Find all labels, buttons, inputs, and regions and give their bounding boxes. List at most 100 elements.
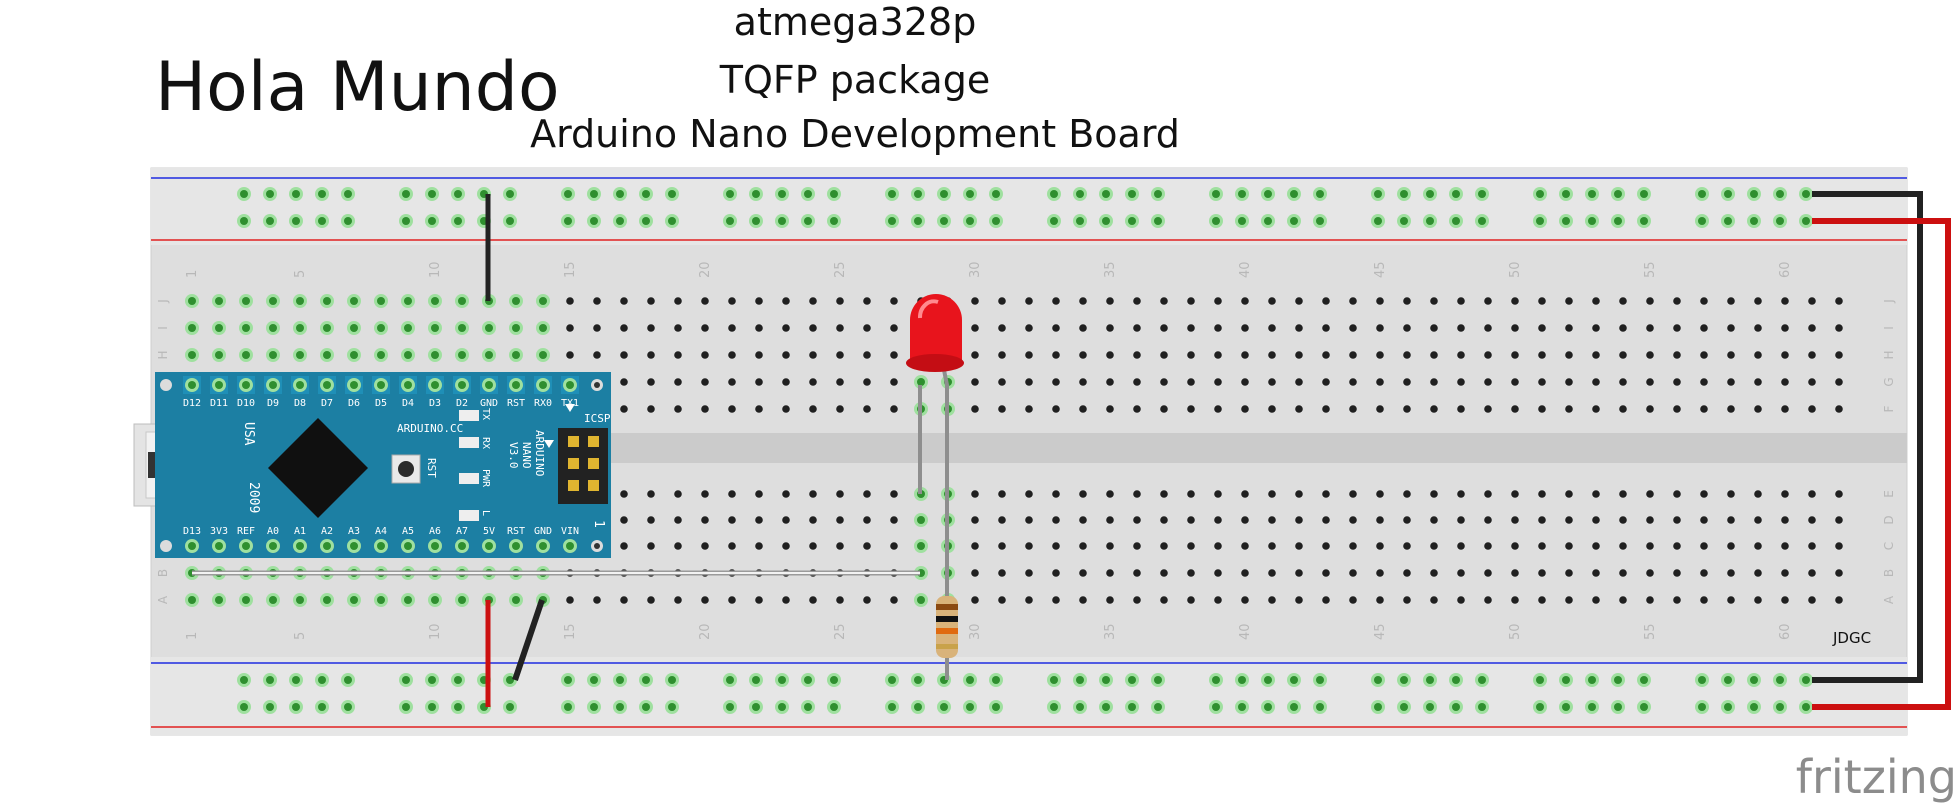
rail-hole	[830, 676, 838, 684]
breadboard-hole	[782, 405, 790, 413]
rail-hole	[1614, 217, 1622, 225]
row-label: F	[1882, 405, 1896, 412]
breadboard-hole	[1160, 405, 1168, 413]
breadboard-hole	[1754, 542, 1762, 550]
breadboard-hole	[1241, 324, 1249, 332]
breadboard-hole	[1214, 542, 1222, 550]
rail-hole	[726, 703, 734, 711]
rail-hole	[454, 217, 462, 225]
breadboard-hole	[188, 596, 196, 604]
breadboard-hole	[1619, 596, 1627, 604]
breadboard-hole	[863, 596, 871, 604]
rail-hole	[616, 703, 624, 711]
nano-pin	[458, 542, 466, 550]
rail-hole	[428, 190, 436, 198]
nano-pin	[242, 542, 250, 550]
row-label: H	[1882, 350, 1896, 359]
breadboard-hole	[998, 324, 1006, 332]
breadboard-hole	[1700, 542, 1708, 550]
breadboard-hole	[1403, 405, 1411, 413]
rail-hole	[1776, 190, 1784, 198]
breadboard-hole	[1646, 516, 1654, 524]
breadboard-hole	[1376, 351, 1384, 359]
rail-hole	[1050, 676, 1058, 684]
breadboard-hole	[1106, 351, 1114, 359]
breadboard-hole	[890, 596, 898, 604]
column-label: 40	[1238, 261, 1253, 278]
rail-hole	[318, 676, 326, 684]
rail-hole	[992, 217, 1000, 225]
breadboard-hole	[1025, 569, 1033, 577]
breadboard-hole	[1619, 378, 1627, 386]
column-label: 25	[833, 623, 848, 640]
breadboard-hole	[458, 324, 466, 332]
breadboard-hole	[1619, 516, 1627, 524]
breadboard-hole	[620, 542, 628, 550]
resistor-band-4	[936, 644, 958, 649]
breadboard-hole	[620, 596, 628, 604]
nano-led-l-label: L	[480, 510, 491, 516]
breadboard-hole	[242, 297, 250, 305]
breadboard-hole	[1781, 405, 1789, 413]
rail-hole	[266, 703, 274, 711]
nano-board	[155, 372, 611, 558]
rail-hole	[616, 676, 624, 684]
rail-hole	[1640, 703, 1648, 711]
rail-hole	[1536, 703, 1544, 711]
breadboard-hole	[1214, 490, 1222, 498]
breadboard-hole	[998, 405, 1006, 413]
breadboard-hole	[701, 297, 709, 305]
breadboard-hole	[971, 297, 979, 305]
breadboard-hole	[971, 569, 979, 577]
breadboard-hole	[728, 351, 736, 359]
rail-hole	[1374, 676, 1382, 684]
rail-hole	[506, 217, 514, 225]
breadboard-hole	[1808, 596, 1816, 604]
nano-pin-label-bottom: 5V	[483, 526, 495, 537]
breadboard-hole	[836, 516, 844, 524]
breadboard-hole	[620, 297, 628, 305]
breadboard-hole	[1403, 324, 1411, 332]
breadboard-hole	[998, 542, 1006, 550]
rail-hole	[1264, 676, 1272, 684]
breadboard-hole	[1295, 405, 1303, 413]
breadboard-hole	[1025, 516, 1033, 524]
breadboard-hole	[1187, 297, 1195, 305]
breadboard-hole	[1808, 490, 1816, 498]
breadboard-hole	[512, 324, 520, 332]
rail-hole	[1562, 703, 1570, 711]
rail-hole	[1750, 676, 1758, 684]
breadboard-hole	[269, 297, 277, 305]
rail-hole	[752, 676, 760, 684]
led-body	[910, 294, 962, 362]
breadboard-hole	[1835, 324, 1843, 332]
nano-pin-label-top: D8	[294, 398, 306, 409]
rail-hole	[590, 190, 598, 198]
breadboard-hole	[1133, 596, 1141, 604]
breadboard-hole	[620, 405, 628, 413]
nano-pin	[485, 381, 493, 389]
nano-rst-label: RST	[425, 458, 438, 478]
row-label: B	[156, 569, 170, 577]
breadboard-hole	[836, 297, 844, 305]
breadboard-hole	[1295, 596, 1303, 604]
breadboard-hole	[566, 297, 574, 305]
row-label: G	[1882, 377, 1896, 386]
breadboard-hole	[1754, 297, 1762, 305]
breadboard-hole	[269, 324, 277, 332]
rail-hole	[1102, 217, 1110, 225]
breadboard-hole	[1592, 516, 1600, 524]
rail-hole	[1478, 703, 1486, 711]
rail-hole	[1802, 676, 1810, 684]
breadboard-hole	[1187, 490, 1195, 498]
breadboard-hole	[1376, 542, 1384, 550]
row-label: I	[1882, 326, 1896, 330]
nano-pin	[350, 542, 358, 550]
column-label: 20	[698, 623, 713, 640]
row-label: A	[1882, 595, 1896, 604]
breadboard-hole	[1079, 490, 1087, 498]
breadboard-hole	[566, 324, 574, 332]
rail-hole	[1316, 676, 1324, 684]
breadboard-hole	[1268, 542, 1276, 550]
row-label: B	[1882, 569, 1896, 577]
